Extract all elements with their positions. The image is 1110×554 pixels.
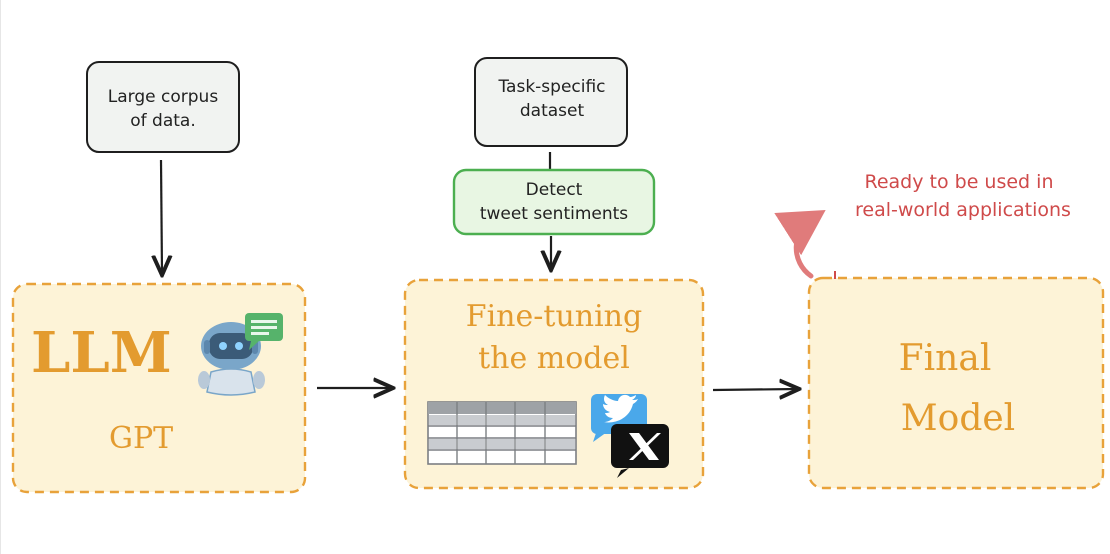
finetune-title-line1: Fine-tuning xyxy=(466,299,642,334)
robot-chat-icon xyxy=(198,313,283,396)
x-logo-icon xyxy=(611,424,669,478)
ready-curved-arrow xyxy=(774,209,826,279)
finetune-title-line2: the model xyxy=(478,341,630,376)
detect-sentiments-box: Detect tweet sentiments xyxy=(452,168,656,236)
ready-annotation: Ready to be used in real-world applicati… xyxy=(855,171,1071,221)
task-label-line2: dataset xyxy=(520,101,585,121)
corpus-label-line1: Large corpus xyxy=(108,87,219,107)
detect-label-line1: Detect xyxy=(526,180,583,200)
task-label-line1: Task-specific xyxy=(497,77,605,97)
final-title-line1: Final xyxy=(899,338,992,379)
final-model-box: Final Model xyxy=(807,276,1105,490)
finetune-to-final-arrow xyxy=(712,389,797,390)
final-title-line2: Model xyxy=(901,398,1015,439)
corpus-input-box: Large corpus of data. xyxy=(86,61,240,153)
table-grid-icon xyxy=(427,401,577,465)
corpus-to-llm-arrow xyxy=(161,159,162,273)
llm-subtitle: GPT xyxy=(109,421,173,456)
task-dataset-box: Task-specific dataset xyxy=(474,57,628,147)
llm-title: LLM xyxy=(31,320,172,386)
detect-label-line2: tweet sentiments xyxy=(480,204,628,224)
ready-note-line2: real-world applications xyxy=(855,199,1071,221)
corpus-label-line2: of data. xyxy=(130,111,196,131)
ready-note-line1: Ready to be used in xyxy=(865,171,1054,193)
